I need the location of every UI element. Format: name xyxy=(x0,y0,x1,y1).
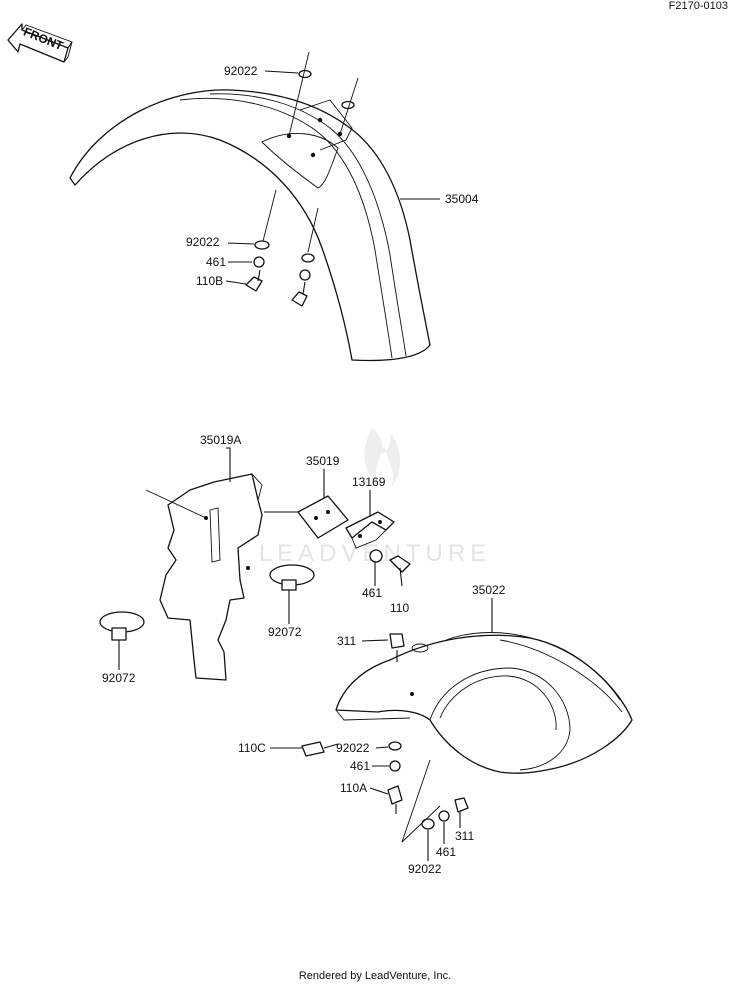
fender-35022-hardware xyxy=(301,633,469,843)
callout-311-low: 311 xyxy=(455,829,474,843)
callout-110A: 110A xyxy=(340,781,367,795)
fender-top-hardware xyxy=(261,51,359,253)
plate-35019 xyxy=(264,495,349,539)
callout-35004: 35004 xyxy=(445,192,479,206)
callout-110B: 110B xyxy=(196,274,223,288)
washer-bolt-110 xyxy=(369,549,411,587)
front-arrow-icon: FRONT xyxy=(7,23,73,63)
front-fender-35004 xyxy=(69,89,431,362)
footer-credit: Rendered by LeadVenture, Inc. xyxy=(298,970,452,982)
callout-35019A: 35019A xyxy=(200,433,241,447)
callout-35019: 35019 xyxy=(306,454,340,468)
callout-92072-left: 92072 xyxy=(102,671,136,685)
clamp-92072-right xyxy=(269,564,315,591)
callout-461-low: 461 xyxy=(350,759,370,773)
fender-side-hardware xyxy=(245,240,315,307)
callout-461-mid: 461 xyxy=(362,586,382,600)
callout-92022-bottom: 92022 xyxy=(408,862,442,876)
callout-13169: 13169 xyxy=(352,475,386,489)
callout-461-bottom: 461 xyxy=(436,845,456,859)
callout-92022-low: 92022 xyxy=(336,741,370,755)
watermark: LEADVENTURE xyxy=(259,428,486,567)
clamp-92072-left xyxy=(99,611,145,641)
callout-92072-right: 92072 xyxy=(268,625,302,639)
callouts: 92022 35004 92022 461 110B 35019A 35019 … xyxy=(102,64,506,876)
callout-35022: 35022 xyxy=(472,583,506,597)
fender-35022 xyxy=(335,632,633,774)
callout-311-top: 311 xyxy=(337,634,356,648)
callout-110C: 110C xyxy=(238,741,266,755)
callout-92022-top: 92022 xyxy=(224,64,258,78)
diagram-id: F2170-0103 xyxy=(668,0,728,12)
callout-110: 110 xyxy=(390,601,409,615)
bracket-13169 xyxy=(345,511,395,549)
mud-flap-35019A xyxy=(145,473,263,681)
callout-461-top: 461 xyxy=(206,255,226,269)
callout-92022-mid: 92022 xyxy=(186,235,220,249)
